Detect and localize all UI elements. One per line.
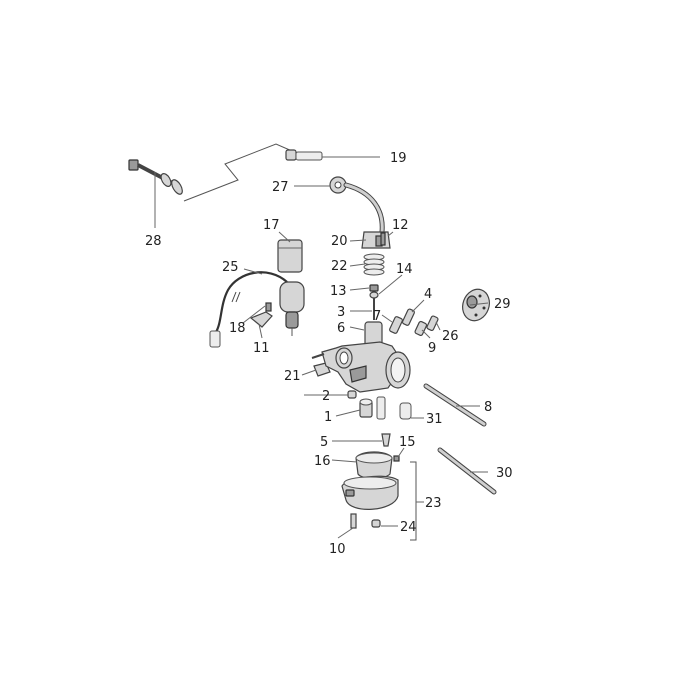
callout-12: 12	[392, 218, 409, 233]
part-22-spring	[363, 253, 385, 276]
callout-10: 10	[329, 542, 346, 557]
part-2-nut	[347, 390, 357, 399]
part-30-hose	[437, 447, 497, 495]
callout-14: 14	[396, 262, 413, 277]
callout-8: 8	[484, 400, 492, 415]
callout-18: 18	[229, 321, 246, 336]
group-23-bracket	[410, 461, 417, 541]
part-13-14-needle-clip	[369, 284, 379, 299]
callout-labels: 1 2 3 4 5 6 7 8 9 10 11 12 13 14 15 16 1…	[145, 151, 513, 557]
break-line	[183, 143, 293, 202]
callout-23: 23	[425, 496, 442, 511]
callout-30: 30	[496, 466, 513, 481]
callout-20: 20	[331, 234, 348, 249]
wire-connector	[209, 330, 221, 348]
callout-2: 2	[322, 389, 330, 404]
callout-3: 3	[337, 305, 345, 320]
callout-11: 11	[253, 341, 270, 356]
part-28-bolt	[128, 159, 183, 195]
part-25-wire	[215, 271, 288, 333]
parts-drawing	[128, 143, 497, 541]
callout-25: 25	[222, 260, 239, 275]
leader-lines	[154, 156, 489, 539]
callout-1: 1	[324, 410, 332, 425]
callout-6: 6	[337, 321, 345, 336]
part-19-banjo-bolt	[285, 149, 323, 161]
callout-21: 21	[284, 369, 301, 384]
part-float-bowl	[341, 475, 399, 510]
part-5-float-needle	[381, 433, 391, 447]
callout-16: 16	[314, 454, 331, 469]
callout-24: 24	[400, 520, 417, 535]
part-10-24-screws	[350, 513, 381, 529]
part-29-cover	[462, 288, 490, 322]
callout-17: 17	[263, 218, 280, 233]
callout-31: 31	[426, 412, 443, 427]
callout-7: 7	[373, 309, 381, 324]
part-7-4-9-26-screws	[389, 308, 439, 336]
part-1-jet-holder	[359, 398, 373, 418]
part-18-11-clamp	[249, 302, 273, 328]
callout-13: 13	[330, 284, 347, 299]
callout-15: 15	[399, 435, 416, 450]
callout-28: 28	[145, 234, 162, 249]
part-emulsion-tube	[376, 396, 386, 420]
part-carburetor-body	[311, 341, 411, 393]
callout-4: 4	[424, 287, 432, 302]
callout-5: 5	[320, 435, 328, 450]
callout-19: 19	[390, 151, 407, 166]
part-31-spacer	[399, 402, 412, 420]
part-17-cap	[277, 239, 303, 273]
part-15-pin	[393, 455, 400, 462]
callout-9: 9	[428, 341, 436, 356]
callout-22: 22	[331, 259, 348, 274]
callout-29: 29	[494, 297, 511, 312]
part-starter-choke	[279, 281, 305, 336]
callout-27: 27	[272, 180, 289, 195]
part-8-hose	[423, 383, 487, 427]
part-16-float	[355, 451, 393, 480]
callout-26: 26	[442, 329, 459, 344]
part-12-screw	[380, 232, 386, 246]
